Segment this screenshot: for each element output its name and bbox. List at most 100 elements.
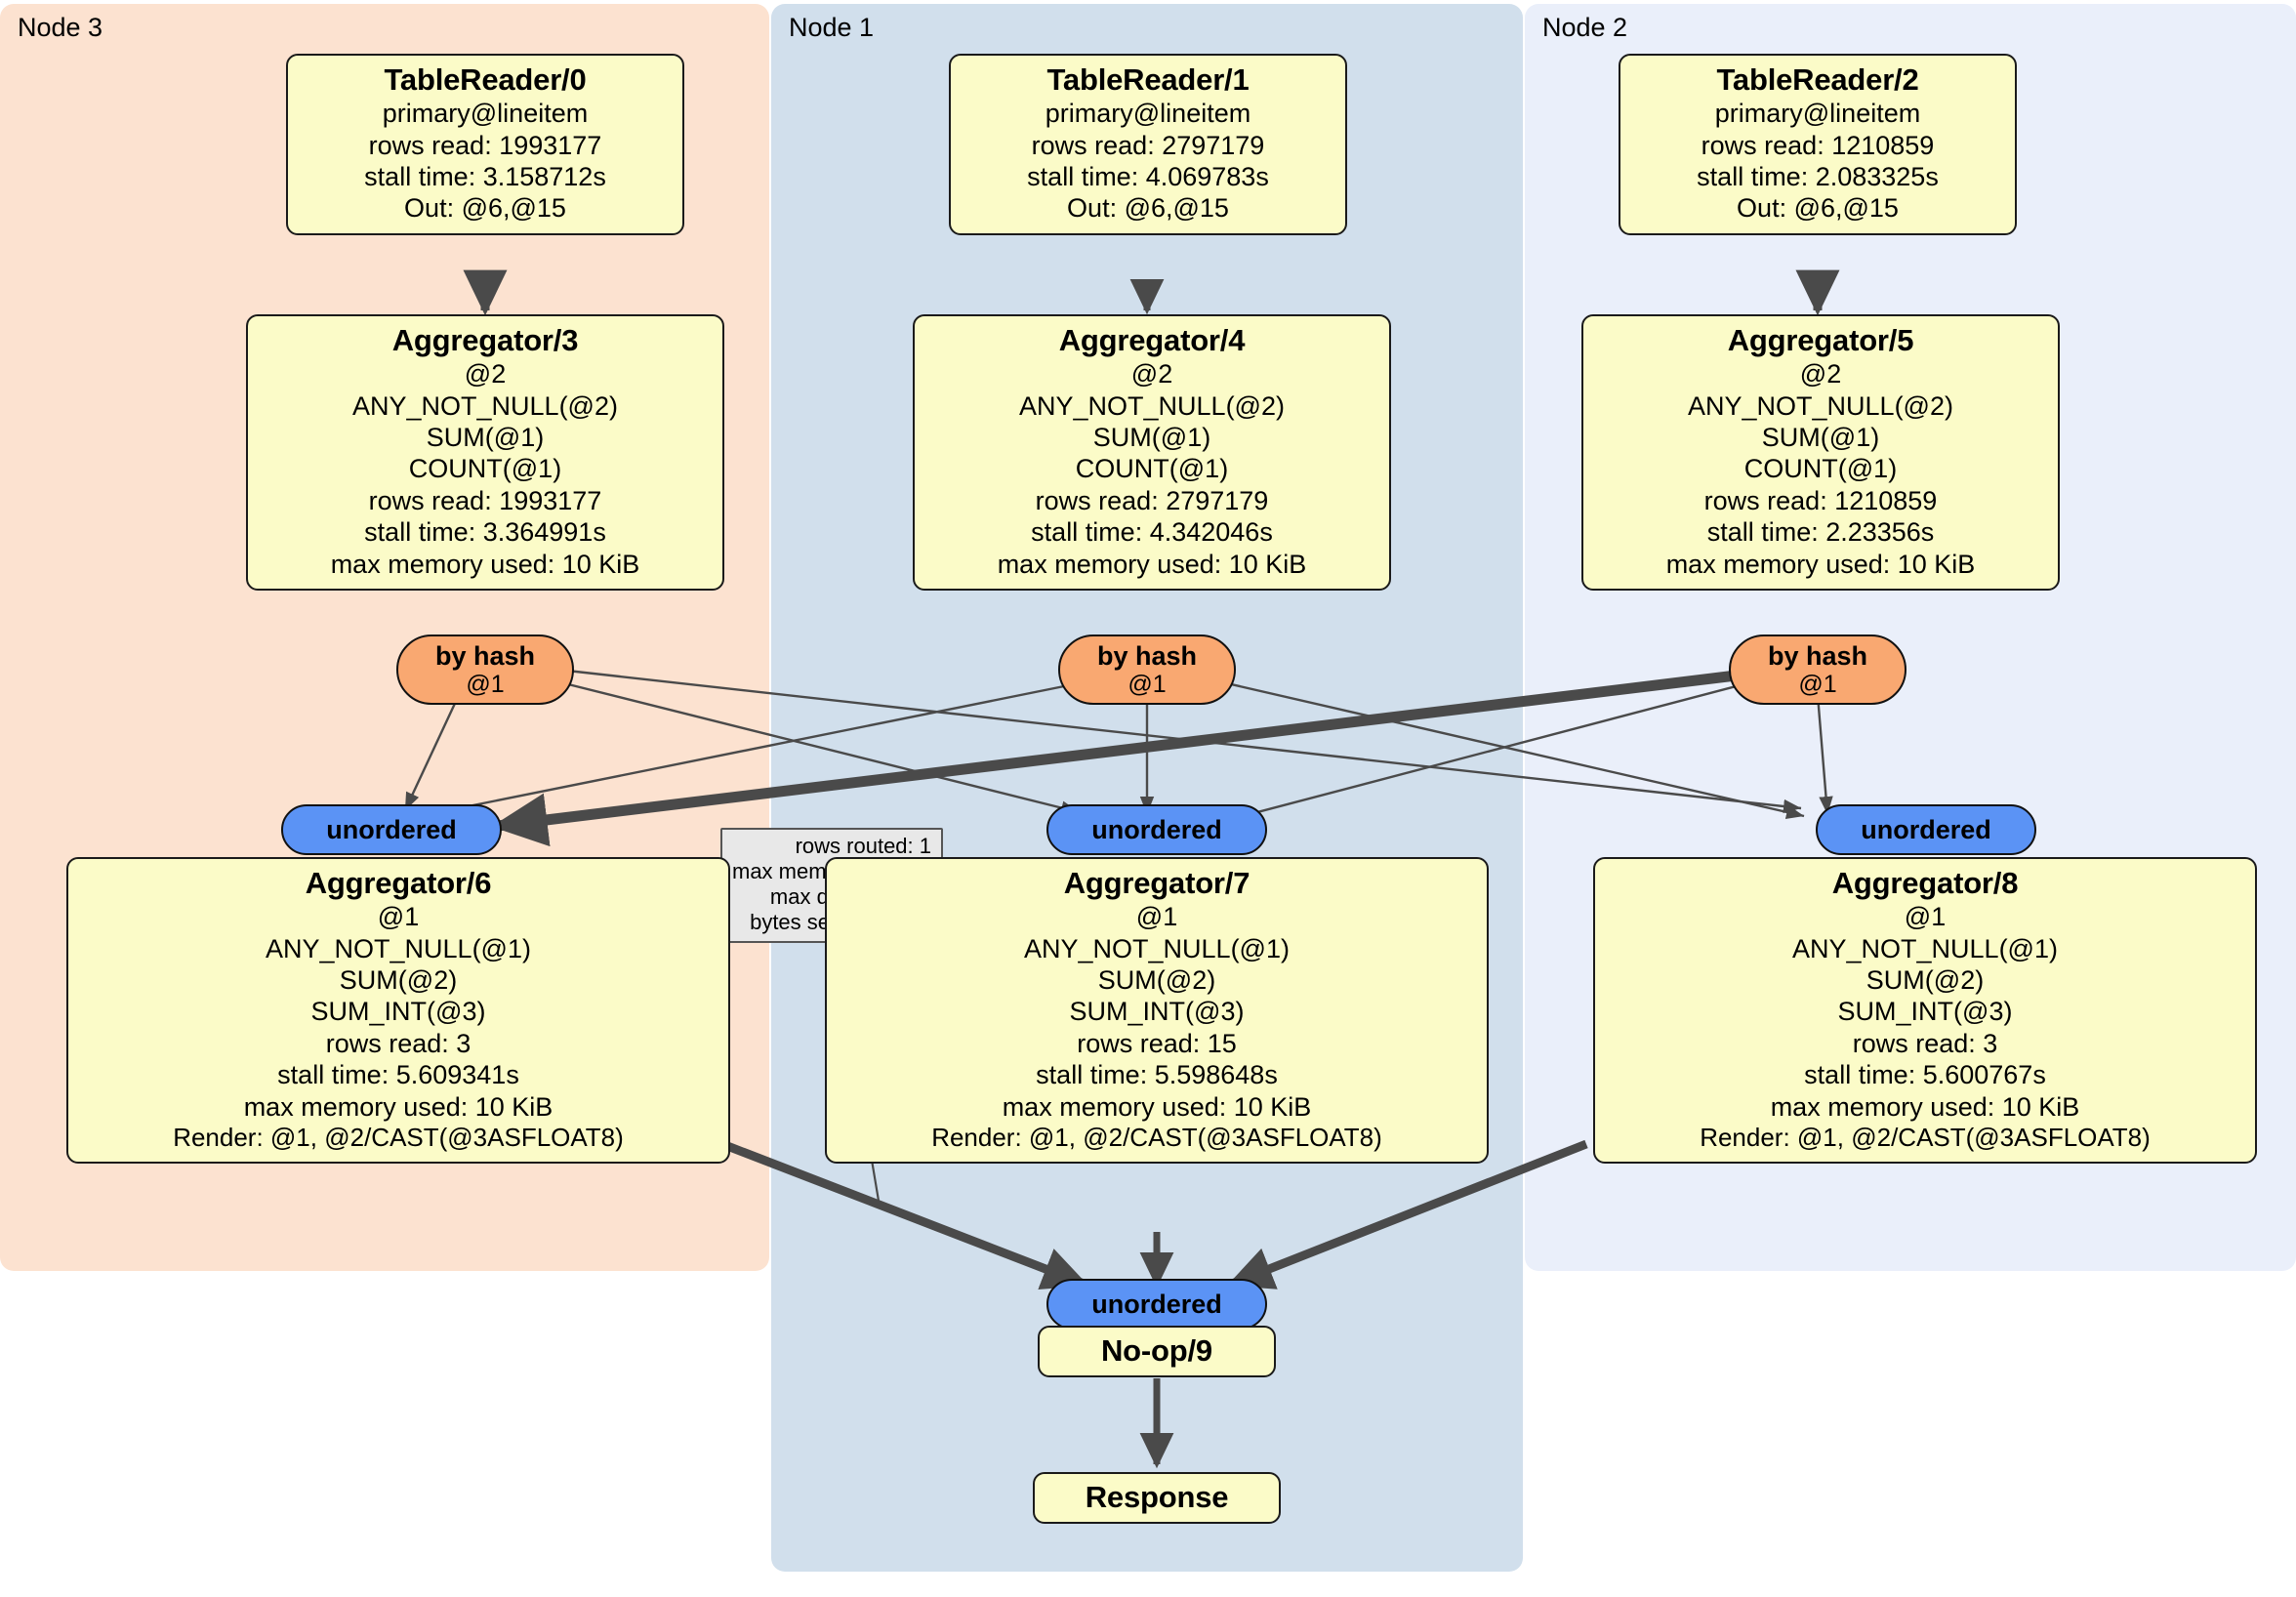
input-label: unordered (1861, 814, 1991, 844)
processor-detail-line: rows read: 1993177 (368, 485, 602, 515)
processor-aggregator-3[interactable]: Aggregator/3 @2 ANY_NOT_NULL(@2) SUM(@1)… (246, 314, 724, 591)
processor-detail-line: SUM(@1) (1092, 422, 1211, 452)
processor-detail-line: max memory used: 10 KiB (997, 549, 1307, 579)
processor-detail-line: stall time: 2.083325s (1697, 161, 1939, 191)
processor-render-line: Render: @1, @2/CAST(@3ASFLOAT8) (1700, 1122, 2151, 1152)
router-by-hash-left[interactable]: by hash @1 (396, 635, 574, 705)
processor-detail-line: rows read: 2797179 (1031, 130, 1265, 160)
processor-aggregator-7[interactable]: Aggregator/7 @1 ANY_NOT_NULL(@1) SUM(@2)… (825, 857, 1489, 1165)
processor-detail-line: rows read: 15 (1077, 1028, 1237, 1058)
processor-detail-line: SUM(@2) (1097, 964, 1216, 995)
processor-detail-line: Out: @6,@15 (1737, 193, 1899, 224)
processor-detail-line: max memory used: 10 KiB (1665, 549, 1976, 579)
processor-detail-line: rows read: 1993177 (368, 130, 602, 160)
processor-title: TableReader/1 (1046, 62, 1250, 97)
processor-detail-line: stall time: 4.342046s (1031, 517, 1273, 548)
processor-detail-line: primary@lineitem (1045, 99, 1251, 129)
processor-detail-line: @1 (1904, 902, 1947, 932)
processor-detail-line: SUM(@1) (1761, 422, 1880, 452)
processor-detail-line: ANY_NOT_NULL(@2) (1019, 390, 1285, 421)
processor-detail-line: max memory used: 10 KiB (243, 1091, 554, 1122)
router-title: by hash (1767, 640, 1868, 671)
cluster-node-3-label: Node 3 (18, 13, 103, 42)
processor-title: TableReader/0 (384, 62, 587, 97)
processor-detail-line: SUM(@1) (426, 422, 545, 452)
processor-detail-line: @1 (1135, 902, 1178, 932)
processor-detail-line: SUM_INT(@3) (1069, 997, 1245, 1027)
processor-title: Response (1085, 1480, 1229, 1514)
processor-detail-line: COUNT(@1) (1075, 454, 1229, 484)
processor-aggregator-8[interactable]: Aggregator/8 @1 ANY_NOT_NULL(@1) SUM(@2)… (1593, 857, 2257, 1165)
processor-detail-line: ANY_NOT_NULL(@1) (1792, 933, 2058, 963)
input-label: unordered (1091, 814, 1222, 844)
processor-detail-line: ANY_NOT_NULL(@2) (1688, 390, 1953, 421)
processor-detail-line: stall time: 3.364991s (364, 517, 606, 548)
processor-detail-line: COUNT(@1) (408, 454, 562, 484)
processor-detail-line: stall time: 3.158712s (364, 161, 606, 191)
processor-detail-line: ANY_NOT_NULL(@1) (1024, 933, 1290, 963)
cluster-node-1-label: Node 1 (789, 13, 875, 42)
processor-detail-line: stall time: 5.609341s (277, 1060, 519, 1090)
processor-detail-line: ANY_NOT_NULL(@2) (352, 390, 618, 421)
processor-detail-line: max memory used: 10 KiB (330, 549, 640, 579)
processor-detail-line: stall time: 4.069783s (1027, 161, 1269, 191)
processor-detail-line: Out: @6,@15 (1067, 193, 1229, 224)
processor-detail-line: SUM_INT(@3) (1837, 997, 2013, 1027)
input-label: unordered (1091, 1289, 1222, 1319)
processor-detail-line: @1 (377, 902, 420, 932)
router-column: @1 (466, 671, 505, 699)
processor-detail-line: primary@lineitem (1714, 99, 1921, 129)
processor-detail-line: SUM(@2) (1866, 964, 1985, 995)
processor-detail-line: SUM_INT(@3) (310, 997, 486, 1027)
processor-detail-line: stall time: 2.23356s (1706, 517, 1935, 548)
processor-title: Aggregator/4 (1058, 323, 1246, 357)
router-column: @1 (1798, 671, 1837, 699)
processor-detail-line: rows read: 2797179 (1035, 485, 1269, 515)
processor-aggregator-5[interactable]: Aggregator/5 @2 ANY_NOT_NULL(@2) SUM(@1)… (1581, 314, 2060, 591)
router-by-hash-right[interactable]: by hash @1 (1729, 635, 1906, 705)
router-by-hash-center[interactable]: by hash @1 (1058, 635, 1236, 705)
processor-table-reader-2[interactable]: TableReader/2 primary@lineitem rows read… (1619, 54, 2017, 235)
processor-detail-line: rows read: 1210859 (1701, 130, 1935, 160)
processor-detail-line: primary@lineitem (382, 99, 589, 129)
processor-detail-line: rows read: 1210859 (1703, 485, 1938, 515)
processor-detail-line: max memory used: 10 KiB (1770, 1091, 2080, 1122)
processor-noop-9[interactable]: No-op/9 (1038, 1326, 1276, 1378)
processor-detail-line: @2 (1130, 359, 1173, 389)
processor-detail-line: @2 (464, 359, 507, 389)
processor-title: Aggregator/3 (391, 323, 579, 357)
stats-line: rows routed: 1 (795, 834, 931, 858)
processor-response[interactable]: Response (1033, 1472, 1281, 1525)
processor-detail-line: @2 (1799, 359, 1842, 389)
processor-title: Aggregator/7 (1063, 866, 1250, 900)
processor-table-reader-0[interactable]: TableReader/0 primary@lineitem rows read… (286, 54, 684, 235)
processor-title: Aggregator/6 (305, 866, 492, 900)
processor-detail-line: rows read: 3 (1852, 1028, 1998, 1058)
cluster-node-2-label: Node 2 (1542, 13, 1628, 42)
processor-detail-line: rows read: 3 (325, 1028, 472, 1058)
processor-title: Aggregator/5 (1727, 323, 1914, 357)
router-title: by hash (1096, 640, 1198, 671)
input-label: unordered (326, 814, 457, 844)
processor-title: Aggregator/8 (1831, 866, 2019, 900)
processor-render-line: Render: @1, @2/CAST(@3ASFLOAT8) (931, 1122, 1382, 1152)
processor-detail-line: ANY_NOT_NULL(@1) (266, 933, 531, 963)
processor-aggregator-4[interactable]: Aggregator/4 @2 ANY_NOT_NULL(@2) SUM(@1)… (913, 314, 1391, 591)
processor-detail-line: stall time: 5.598648s (1036, 1060, 1278, 1090)
processor-detail-line: COUNT(@1) (1743, 454, 1898, 484)
processor-title: No-op/9 (1101, 1333, 1212, 1368)
processor-detail-line: Out: @6,@15 (404, 193, 566, 224)
processor-detail-line: stall time: 5.600767s (1804, 1060, 2046, 1090)
router-title: by hash (434, 640, 536, 671)
processor-table-reader-1[interactable]: TableReader/1 primary@lineitem rows read… (949, 54, 1347, 235)
input-unordered-final[interactable]: unordered (1046, 1279, 1267, 1330)
router-column: @1 (1128, 671, 1167, 699)
input-unordered-right[interactable]: unordered (1816, 804, 2036, 855)
input-unordered-center[interactable]: unordered (1046, 804, 1267, 855)
processor-aggregator-6[interactable]: Aggregator/6 @1 ANY_NOT_NULL(@1) SUM(@2)… (66, 857, 730, 1165)
processor-detail-line: max memory used: 10 KiB (1002, 1091, 1312, 1122)
processor-render-line: Render: @1, @2/CAST(@3ASFLOAT8) (173, 1122, 624, 1152)
input-unordered-left[interactable]: unordered (281, 804, 502, 855)
processor-detail-line: SUM(@2) (339, 964, 458, 995)
